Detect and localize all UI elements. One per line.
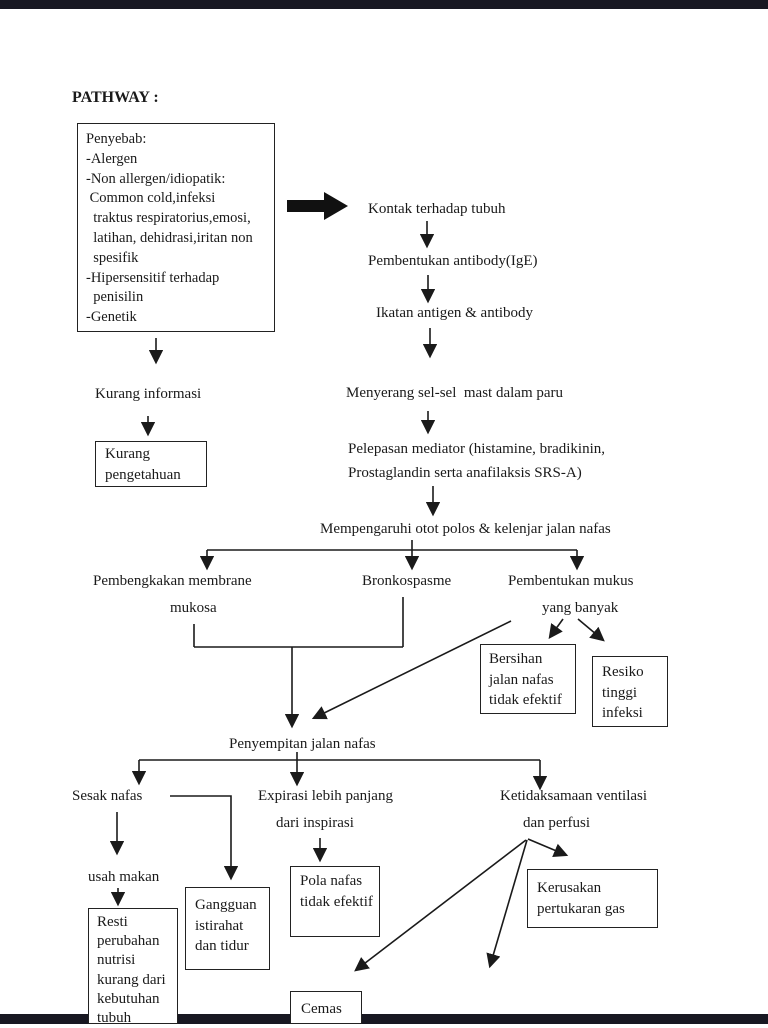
node-ketidaksamaan-ventilasi: Ketidaksamaan ventilasi — [500, 788, 648, 804]
box-gangguan-istirahat-tidur: Gangguan istirahat dan tidur — [185, 887, 270, 970]
box-line: Bersihan — [489, 651, 543, 667]
node-sesak-nafas: Sesak nafas — [72, 788, 143, 804]
box-line: infeksi — [602, 705, 643, 721]
causes-line: penisilin — [86, 289, 144, 306]
box-resti-perubahan-nutrisi: Resti perubahan nutrisi kurang dari kebu… — [88, 908, 178, 1026]
causes-line: -Hipersensitif terhadap — [86, 269, 220, 286]
node-menyerang-sel-mast: Menyerang sel-sel mast dalam paru — [346, 385, 564, 401]
node-pembentukan-antibody: Pembentukan antibody(IgE) — [368, 253, 538, 269]
node-pelepasan-mediator-line2: Prostaglandin serta anafilaksis SRS-A) — [348, 465, 582, 481]
node-ikatan-antigen-antibody: Ikatan antigen & antibody — [376, 305, 534, 321]
node-dari-inspirasi: dari inspirasi — [276, 815, 354, 831]
causes-line: -Alergen — [86, 150, 138, 167]
box-line: Cemas — [301, 1001, 342, 1017]
box-kurang-pengetahuan: Kurang pengetahuan — [95, 441, 207, 487]
causes-box: Penyebab: -Alergen -Non allergen/idiopat… — [77, 123, 275, 332]
box-line: nutrisi — [97, 952, 136, 969]
box-line: Gangguan — [195, 897, 257, 913]
node-bronkospasme: Bronkospasme — [362, 573, 452, 589]
causes-line: -Genetik — [86, 309, 137, 326]
box-line: tidak efektif — [300, 893, 373, 910]
node-pelepasan-mediator-line1: Pelepasan mediator (histamine, bradikini… — [348, 441, 606, 457]
box-line: Kerusakan — [537, 880, 602, 896]
node-pembengkakan-membrane: Pembengkakan membrane — [93, 573, 252, 589]
causes-line: Common cold,infeksi — [86, 190, 216, 207]
box-line: kebutuhan — [97, 990, 160, 1007]
box-cemas: Cemas — [290, 991, 362, 1024]
node-dan-perfusi: dan perfusi — [523, 815, 591, 831]
node-usah-makan: usah makan — [88, 869, 160, 885]
box-resiko-tinggi-infeksi: Resiko tinggi infeksi — [592, 656, 668, 727]
box-line: tinggi — [602, 684, 638, 701]
causes-line: spesifik — [86, 249, 139, 266]
node-penyempitan-jalan-nafas: Penyempitan jalan nafas — [229, 736, 376, 752]
node-pembentukan-mukus: Pembentukan mukus — [508, 573, 634, 589]
node-mukosa: mukosa — [170, 600, 217, 616]
node-mempengaruhi-otot-polos: Mempengaruhi otot polos & kelenjar jalan… — [320, 521, 611, 537]
bold-right-arrow — [287, 192, 348, 220]
box-line: tubuh — [97, 1010, 132, 1027]
box-bersihan-jalan-nafas: Bersihan jalan nafas tidak efektif — [480, 644, 576, 714]
node-expirasi-lebih-panjang: Expirasi lebih panjang — [258, 788, 393, 804]
node-yang-banyak: yang banyak — [542, 600, 619, 616]
causes-line: latihan, dehidrasi,iritan non — [86, 229, 253, 246]
box-line: tidak efektif — [489, 692, 562, 708]
box-line: Resti — [97, 914, 128, 930]
box-line: jalan nafas — [489, 671, 554, 688]
box-line: dan tidur — [195, 938, 249, 954]
node-kurang-informasi: Kurang informasi — [95, 386, 202, 402]
box-pola-nafas-tidak-efektif: Pola nafas tidak efektif — [290, 866, 380, 937]
page-edge-bottom-bar — [0, 1014, 768, 1024]
box-line: Pola nafas — [300, 873, 363, 889]
box-line: perubahan — [97, 933, 160, 950]
box-line: Kurang — [105, 446, 150, 462]
causes-line: traktus respiratorius,emosi, — [86, 210, 251, 227]
page-title: PATHWAY : — [72, 89, 159, 106]
causes-line: -Non allergen/idiopatik: — [86, 170, 226, 187]
box-line: pengetahuan — [105, 466, 181, 483]
box-line: istirahat — [195, 917, 244, 934]
box-line: kurang dari — [97, 971, 166, 988]
box-line: pertukaran gas — [537, 900, 625, 917]
box-kerusakan-pertukaran-gas: Kerusakan pertukaran gas — [527, 869, 658, 928]
node-kontak-terhadap-tubuh: Kontak terhadap tubuh — [368, 201, 506, 217]
causes-line: Penyebab: — [86, 131, 147, 147]
page-edge-top-bar — [0, 0, 768, 9]
box-line: Resiko — [602, 664, 644, 680]
